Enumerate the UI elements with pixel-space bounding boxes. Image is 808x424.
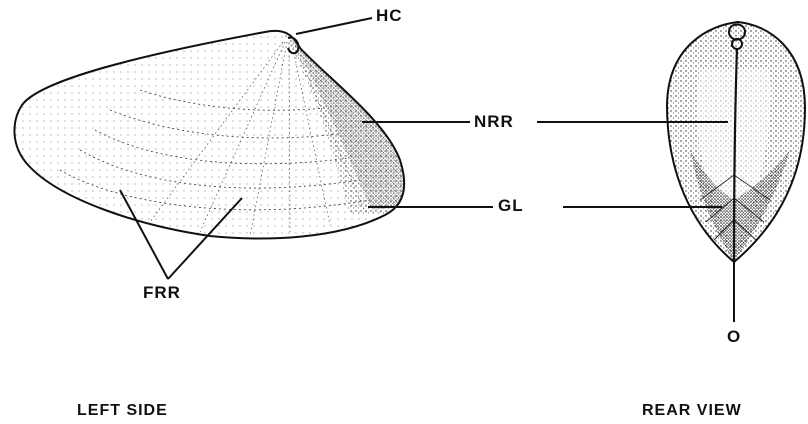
label-o: O: [727, 327, 741, 347]
caption-rear-view: REAR VIEW: [642, 402, 742, 420]
hc-leader: [296, 18, 372, 34]
label-hc: HC: [376, 6, 403, 26]
rear-view-shell: [660, 15, 808, 275]
caption-left-side: LEFT SIDE: [77, 402, 168, 420]
left-side-shell: [0, 0, 420, 260]
label-nrr: NRR: [474, 112, 514, 132]
label-gl: GL: [498, 196, 524, 216]
label-frr: FRR: [143, 283, 181, 303]
